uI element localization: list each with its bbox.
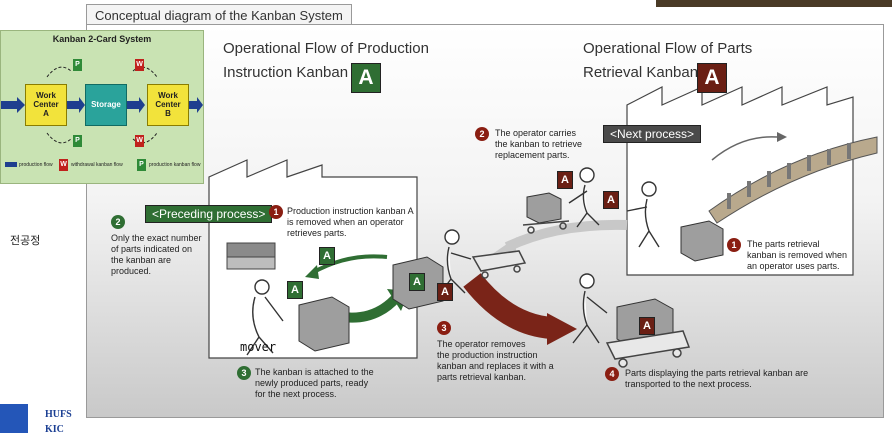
logo-icon <box>0 404 28 433</box>
inset-arrows <box>1 66 203 167</box>
conveyor <box>708 136 878 224</box>
conveyor-arrow <box>711 136 778 161</box>
retrieval-flow-heading: Operational Flow of Parts Retrieval Kanb… <box>583 37 752 85</box>
step-retrieval-4-number: 4 <box>605 367 619 381</box>
logo-text: HUFS KIC <box>45 407 72 437</box>
next-process-tag: <Next process> <box>603 125 702 143</box>
machine <box>226 242 276 258</box>
cart-top <box>522 220 570 234</box>
step-retrieval-4-line: transported to the next process. <box>625 379 752 389</box>
kanban-card: A <box>437 283 453 301</box>
inset-title: Kanban 2-Card System <box>52 34 152 44</box>
kanban-card: A <box>319 247 335 265</box>
step-retrieval-1-label: The parts retrieval kanban is removed wh… <box>747 239 847 272</box>
production-heading-line-2: Instruction Kanban <box>223 64 349 81</box>
production-arrow-top <box>311 254 388 275</box>
retrieval-return-arrow <box>504 219 628 252</box>
production-kanban-badge: A <box>351 63 381 93</box>
parts-box-produced <box>298 296 350 352</box>
withdrawal-kanban-square: W <box>135 135 144 147</box>
step-production-3-line: for the next process. <box>255 389 337 399</box>
step-retrieval-1-line: kanban is removed when <box>747 250 848 260</box>
step-retrieval-1-number: 1 <box>727 238 741 252</box>
step-production-2-line: of parts indicated on <box>111 244 193 254</box>
production-heading-line-1: Operational Flow of Production <box>223 40 429 57</box>
work-center-b: Work Center B <box>147 84 189 126</box>
step-retrieval-2-line: The operator carries <box>495 128 577 138</box>
step-swap-3-number: 3 <box>437 321 451 335</box>
step-production-1-line: Production instruction kanban A <box>287 206 414 216</box>
conveyor-rollers <box>727 143 851 209</box>
step-production-1-label: Production instruction kanban A is remov… <box>287 206 414 239</box>
legend-production-kanban-square: P <box>137 159 146 171</box>
step-production-2-line: the kanban are <box>111 255 172 265</box>
step-production-1-line: is removed when an operator <box>287 217 404 227</box>
step-production-3-number: 3 <box>237 366 251 380</box>
step-swap-3-line: the production instruction <box>437 350 538 360</box>
step-retrieval-4-line: Parts displaying the parts retrieval kan… <box>625 368 809 378</box>
handwritten-korean: 전공정 <box>10 235 41 247</box>
handwritten-mover: mover <box>240 340 277 354</box>
step-swap-3-line: kanban and replaces it with a <box>437 361 554 371</box>
work-center-a: Work Center A <box>25 84 67 126</box>
step-swap-3-line: parts retrieval kanban. <box>437 372 527 382</box>
production-kanban-square: P <box>73 59 82 71</box>
logo-line: KIC <box>45 424 64 435</box>
logo-line: HUFS <box>45 409 72 420</box>
kanban-card: A <box>409 273 425 291</box>
step-retrieval-2-line: replacement parts. <box>495 150 570 160</box>
retrieval-heading-line-1: Operational Flow of Parts <box>583 40 753 57</box>
step-retrieval-2-label: The operator carries the kanban to retri… <box>495 128 582 161</box>
kanban-diagram-panel: Operational Flow of Production Instructi… <box>86 24 884 418</box>
panel-title: Conceptual diagram of the Kanban System <box>86 4 352 26</box>
parts-box-right <box>680 220 724 262</box>
step-retrieval-2-line: the kanban to retrieve <box>495 139 583 149</box>
work-center-b-line: Center <box>155 100 181 109</box>
work-center-a-line: A <box>43 109 49 118</box>
photo-strip <box>656 0 892 7</box>
preceding-process-tag: <Preceding process> <box>145 205 273 223</box>
step-retrieval-1-line: an operator uses parts. <box>747 261 840 271</box>
retrieval-heading-line-2: Retrieval Kanban <box>583 64 699 81</box>
kanban-card: A <box>603 191 619 209</box>
work-center-a-line: Work <box>36 91 56 100</box>
step-swap-3-line: The operator removes <box>437 339 526 349</box>
work-center-a-line: Center <box>33 100 59 109</box>
withdrawal-kanban-square: W <box>135 59 144 71</box>
legend-withdrawal-square: W <box>59 159 68 171</box>
retrieval-kanban-badge: A <box>697 63 727 93</box>
step-retrieval-1-line: The parts retrieval <box>747 239 820 249</box>
step-production-1-line: retrieves parts. <box>287 228 347 238</box>
kanban-2-card-inset: Kanban 2-Card System Work Center A Stora… <box>0 30 204 184</box>
step-production-1-number: 1 <box>269 205 283 219</box>
step-production-3-line: The kanban is attached to the <box>255 367 374 377</box>
production-kanban-square: P <box>73 135 82 147</box>
legend-production-flow: production flow <box>19 162 53 168</box>
cart-bottom <box>605 330 691 368</box>
step-retrieval-4-label: Parts displaying the parts retrieval kan… <box>625 368 808 390</box>
legend-production-kanban-flow: production kanban flow <box>149 162 201 168</box>
transport-arrow <box>463 273 554 339</box>
step-retrieval-2-number: 2 <box>475 127 489 141</box>
storage: Storage <box>85 84 127 126</box>
step-production-2-number: 2 <box>111 215 125 229</box>
operator-figures <box>246 167 660 356</box>
parts-box-small <box>526 192 562 224</box>
step-production-3-label: The kanban is attached to the newly prod… <box>255 367 374 400</box>
step-production-2-label: Only the exact number of parts indicated… <box>111 233 202 277</box>
cart-middle <box>471 250 527 279</box>
step-swap-3-label: The operator removes the production inst… <box>437 339 554 383</box>
kanban-card: A <box>287 281 303 299</box>
step-production-3-line: newly produced parts, ready <box>255 378 369 388</box>
kanban-card: A <box>639 317 655 335</box>
work-center-b-line: B <box>165 109 171 118</box>
work-center-b-line: Work <box>158 91 178 100</box>
legend-withdrawal-flow: withdrawal kanban flow <box>71 162 123 168</box>
production-flow-heading: Operational Flow of Production Instructi… <box>223 37 429 85</box>
step-production-2-line: Only the exact number <box>111 233 202 243</box>
kanban-card: A <box>557 171 573 189</box>
step-production-2-line: produced. <box>111 266 152 276</box>
